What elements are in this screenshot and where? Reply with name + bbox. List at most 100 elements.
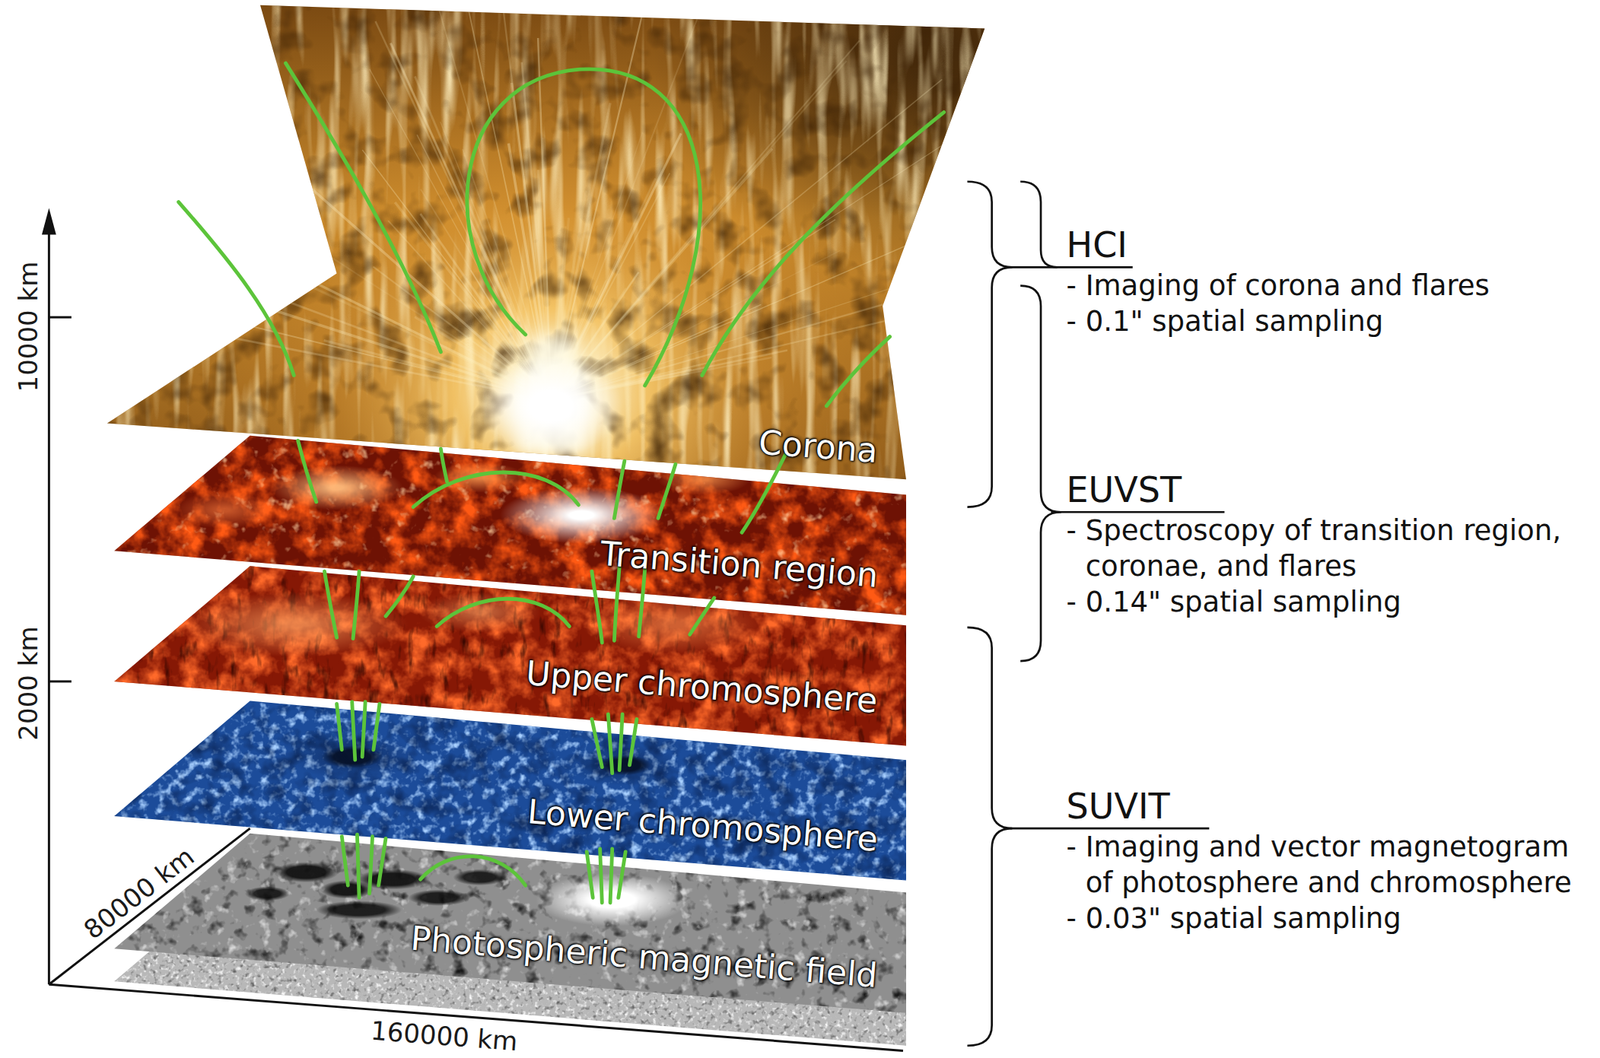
layer-image <box>112 564 908 748</box>
plane-patch <box>316 900 403 920</box>
label-holder: Corona <box>757 423 879 471</box>
coronal-ray <box>550 79 942 400</box>
heading-underline <box>1010 827 1210 831</box>
label-holder: - 0.1" spatial sampling <box>1066 303 1592 340</box>
plane-patch <box>244 887 290 902</box>
label-holder: - Imaging and vector magnetogram of phot… <box>1066 829 1592 901</box>
label-holder: Lower chromosphere <box>525 792 879 859</box>
plane-patch <box>433 462 526 494</box>
instrument-name: SUVIT <box>1066 786 1592 828</box>
curly-bracket <box>966 181 1012 508</box>
curly-bracket <box>1020 181 1057 268</box>
layer-plane: Transition region <box>112 433 908 618</box>
coronal-ray <box>550 260 1035 401</box>
axis-tick <box>48 680 72 683</box>
plane-patch <box>499 486 664 544</box>
instrument-feature: - 0.1" spatial sampling <box>1066 303 1592 340</box>
plane-patch <box>418 591 541 634</box>
axis-value: 10000 km <box>13 260 44 392</box>
layer-plane: Upper chromosphere <box>112 564 908 748</box>
axis-tick <box>48 316 72 319</box>
label-holder: 2000 km <box>13 626 44 742</box>
layer-image-group <box>80 0 1225 730</box>
coronal-ray <box>550 60 847 401</box>
height-axis <box>47 226 51 986</box>
curly-bracket <box>1020 286 1062 662</box>
plane-patch <box>289 734 416 780</box>
flare-core <box>479 355 623 458</box>
layer-image <box>104 3 987 482</box>
axis-arrowhead <box>41 208 57 236</box>
field-line <box>356 834 360 898</box>
plane-patch <box>270 465 403 511</box>
curly-bracket <box>966 627 1012 1047</box>
plane-patch <box>658 464 751 495</box>
field-line <box>610 849 613 904</box>
layer-name: Transition region <box>598 534 880 596</box>
plane-noise <box>114 833 907 1014</box>
layer-plane: Corona <box>104 3 987 482</box>
instrument-feature: - Imaging and vector magnetogram of phot… <box>1066 829 1592 901</box>
label-holder: - 0.14" spatial sampling <box>1066 584 1592 621</box>
label-holder: Transition region <box>598 534 880 596</box>
plane-patch <box>356 869 430 891</box>
plane-features <box>289 734 682 786</box>
plane-patch <box>183 591 408 658</box>
coronal-ray <box>390 43 551 401</box>
instrument-feature: - 0.14" spatial sampling <box>1066 584 1592 621</box>
label-holder: 10000 km <box>13 260 44 392</box>
axis-value: 2000 km <box>13 626 44 742</box>
layer-plane: Lower chromosphere <box>112 699 908 883</box>
layer-image-group <box>114 833 907 1047</box>
coronal-ray <box>550 0 720 401</box>
plane-patch <box>581 594 765 656</box>
plane-features <box>173 462 751 544</box>
label-holder: Upper chromosphere <box>524 654 880 722</box>
heading-underline <box>1050 511 1225 514</box>
axis-value: 160000 km <box>368 1016 519 1058</box>
plane-features <box>183 591 765 658</box>
label-holder: HCI <box>1066 225 1592 266</box>
plane-patch <box>598 754 652 776</box>
layer-image <box>112 433 908 618</box>
heading-underline <box>1010 266 1133 269</box>
plane-patch <box>567 744 682 786</box>
plane-noise <box>114 833 907 1014</box>
instrument-name: HCI <box>1066 225 1592 266</box>
layer-name: Corona <box>757 423 879 471</box>
plane-patch <box>452 869 506 886</box>
label-holder: - Spectroscopy of transition region, cor… <box>1066 512 1592 585</box>
plane-features <box>80 0 1035 458</box>
instrument-name: EUVST <box>1066 470 1592 511</box>
plane-patch <box>173 491 276 529</box>
coronal-ray <box>550 40 859 400</box>
coronal-ray <box>550 203 1005 401</box>
label-holder: - 0.03" spatial sampling <box>1066 900 1592 937</box>
label-holder: EUVST <box>1066 470 1592 511</box>
coronal-ray <box>369 69 551 401</box>
field-line <box>600 849 603 904</box>
plane-noise <box>107 5 985 481</box>
instrument-feature: - Imaging of corona and flares <box>1066 267 1592 304</box>
label-holder: 160000 km <box>368 1016 519 1058</box>
layer-name: Lower chromosphere <box>525 792 879 859</box>
instrument-feature: - Spectroscopy of transition region, cor… <box>1066 512 1592 585</box>
plane-patch <box>321 745 382 769</box>
label-holder: Photospheric magnetic field <box>409 919 879 996</box>
plane-patch <box>407 890 469 907</box>
layer-name: Upper chromosphere <box>524 654 880 722</box>
label-holder: - Imaging of corona and flares <box>1066 267 1592 304</box>
plane-noise <box>107 5 985 481</box>
coronal-ray <box>550 133 961 401</box>
plane-patch <box>273 862 339 883</box>
plane-patch <box>535 873 689 927</box>
layer-name: Photospheric magnetic field <box>409 919 879 996</box>
layer-image <box>112 699 908 883</box>
plane-features <box>244 862 689 926</box>
plane-fill <box>114 833 907 1014</box>
layer-plane: Photospheric magnetic field <box>112 831 908 1048</box>
plane-fill <box>107 5 985 481</box>
label-holder: SUVIT <box>1066 786 1592 828</box>
coronal-ray <box>209 98 552 401</box>
